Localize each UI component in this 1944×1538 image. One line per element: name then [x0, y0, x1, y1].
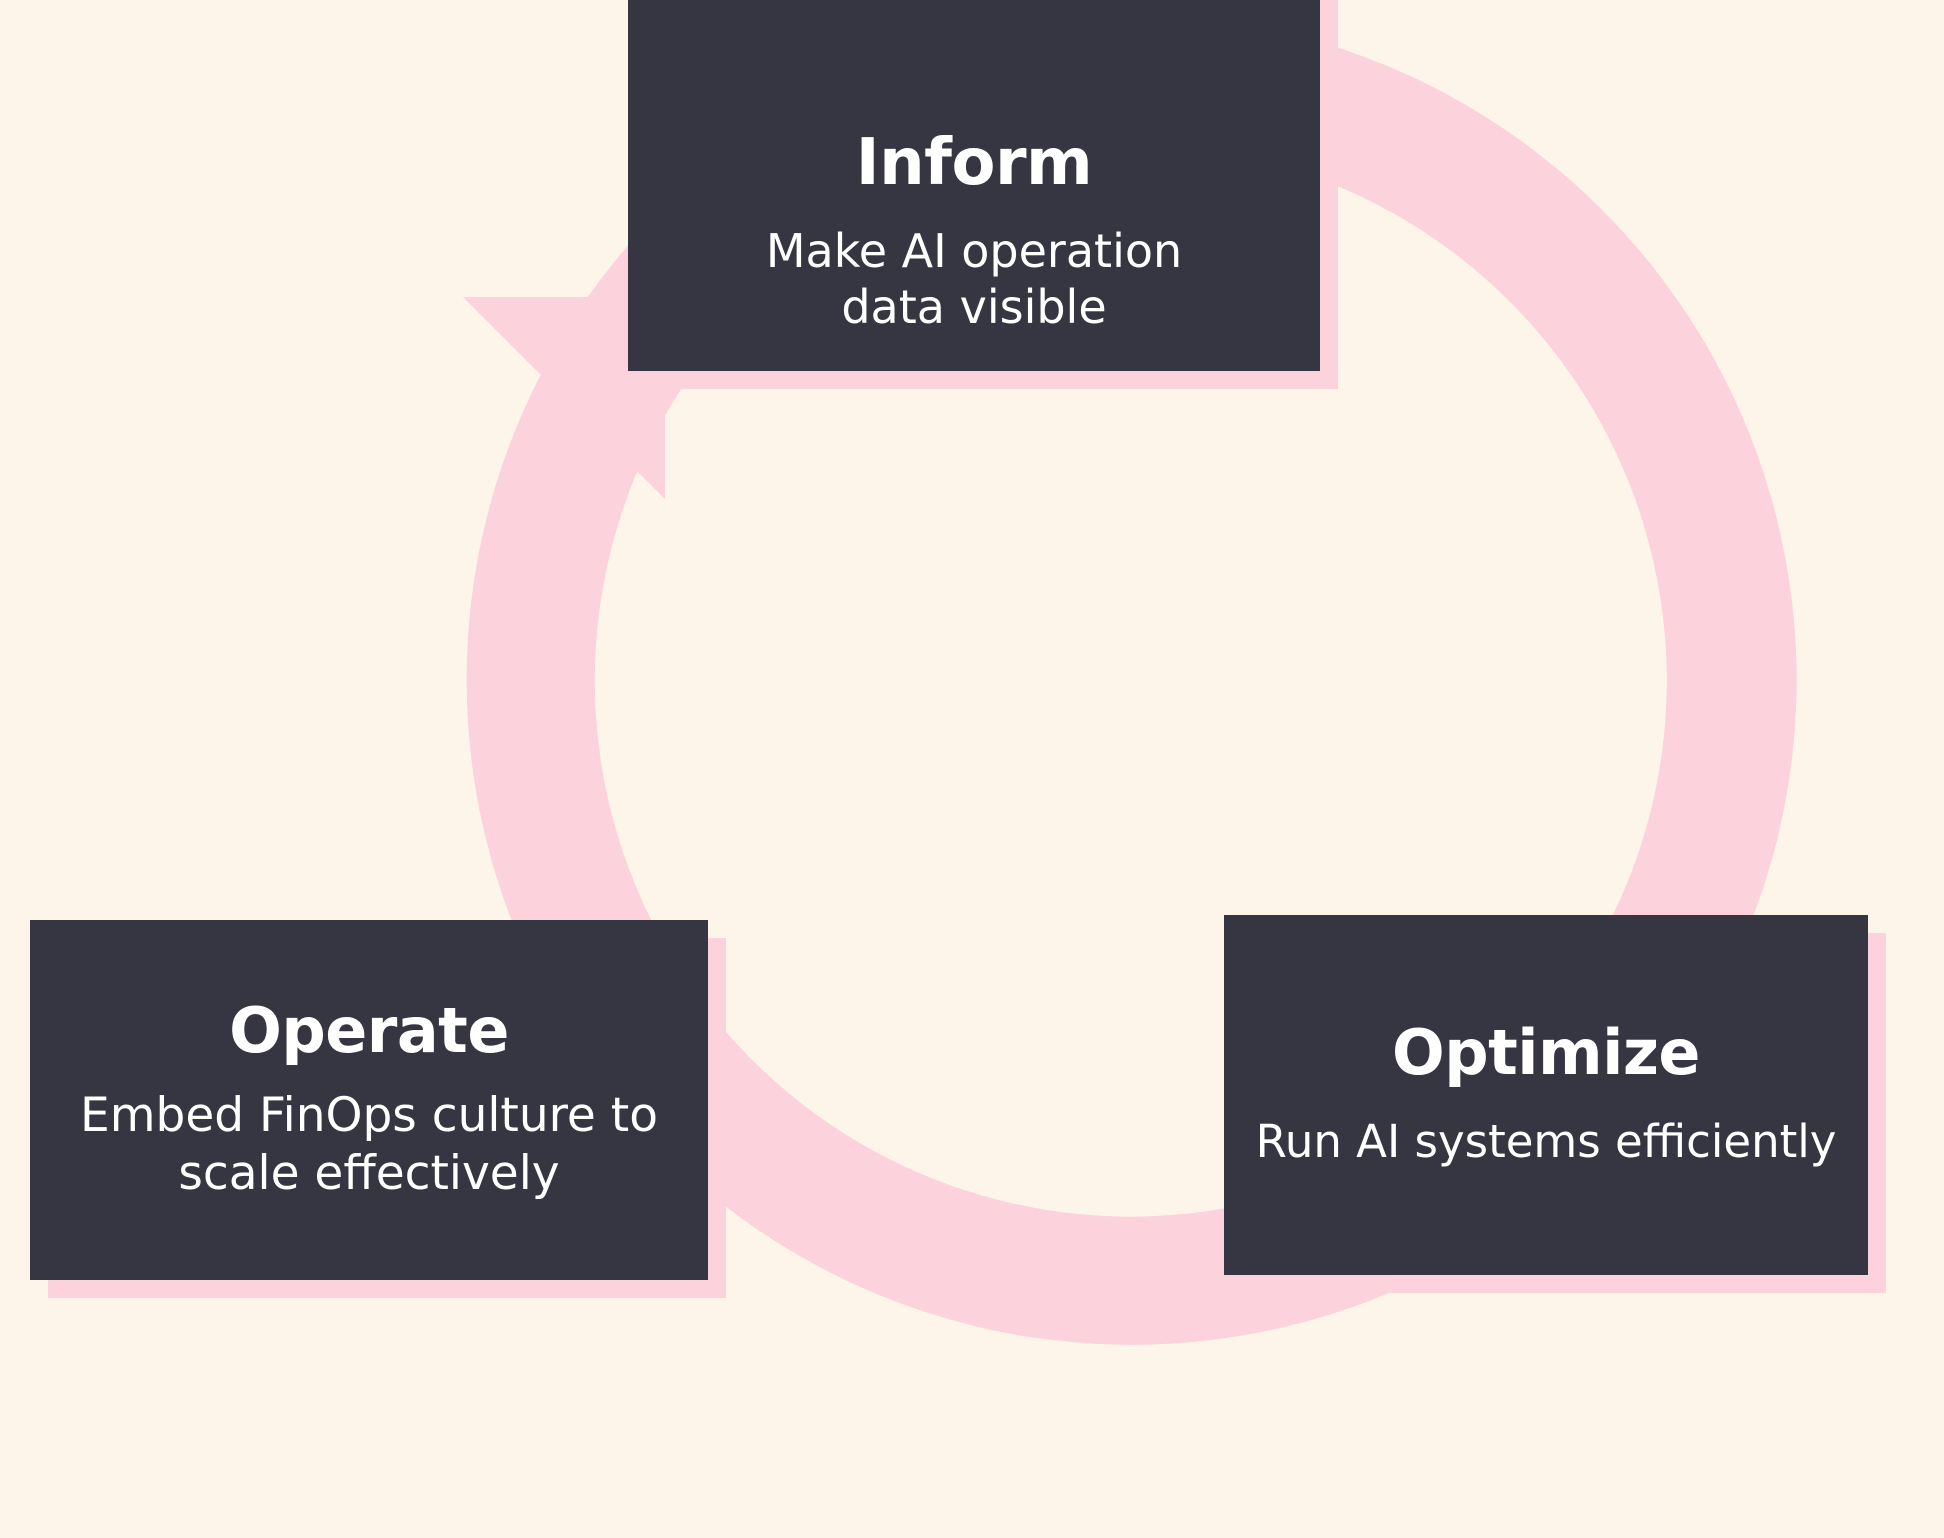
node-inform-description: Make AI operation data visible: [765, 223, 1183, 334]
node-optimize[interactable]: Optimize Run AI systems efficiently: [1224, 915, 1886, 1293]
node-optimize-description: Run AI systems efficiently: [1255, 1115, 1837, 1169]
node-operate-description: Embed FinOps culture to scale effectivel…: [80, 1088, 658, 1201]
node-optimize-title: Optimize: [1392, 1016, 1700, 1089]
node-inform-title: Inform: [855, 125, 1093, 200]
cycle-arrow-ring: [463, 14, 1797, 1345]
node-optimize-card[interactable]: Optimize Run AI systems efficiently: [1224, 915, 1868, 1275]
node-inform[interactable]: Inform Make AI operation data visible: [628, 0, 1338, 389]
node-operate-card[interactable]: Operate Embed FinOps culture to scale ef…: [30, 920, 708, 1280]
node-operate-title: Operate: [229, 994, 509, 1068]
node-inform-card[interactable]: Inform Make AI operation data visible: [628, 0, 1320, 371]
node-operate[interactable]: Operate Embed FinOps culture to scale ef…: [30, 920, 726, 1298]
